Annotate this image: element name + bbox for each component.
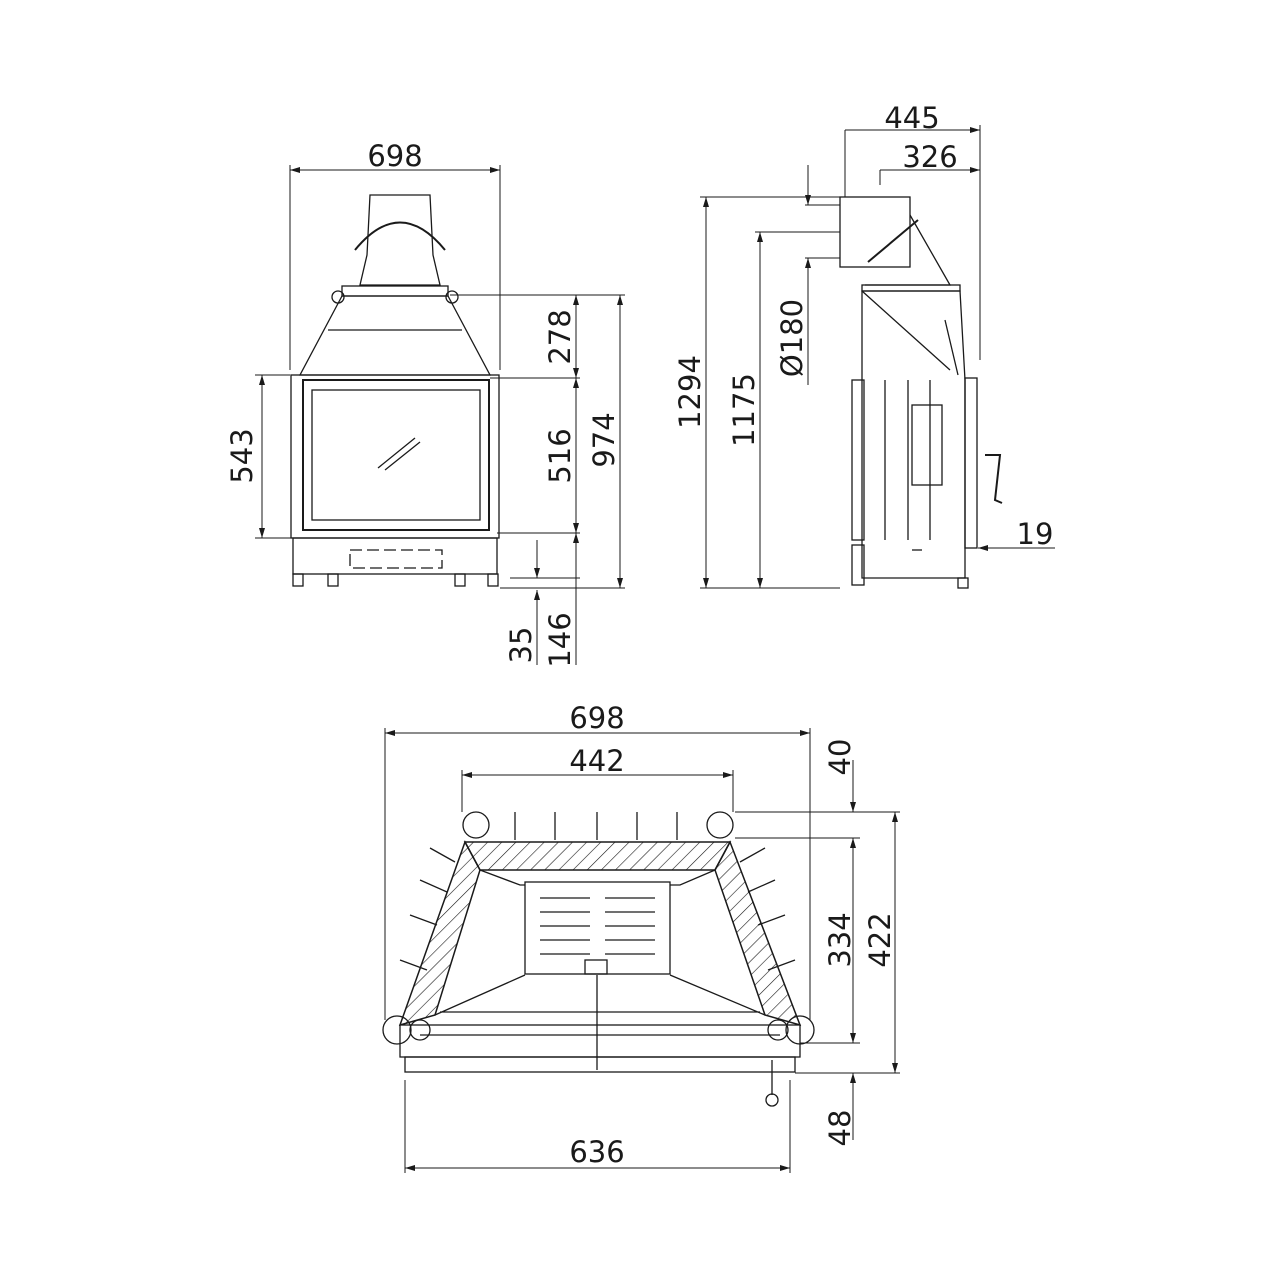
dim-top-636: 636	[569, 1135, 624, 1169]
dim-side-445: 445	[884, 101, 939, 135]
front-view	[255, 165, 625, 665]
side-view	[700, 125, 1055, 589]
dim-side-1294: 1294	[673, 355, 707, 429]
dim-side-19: 19	[1017, 517, 1054, 551]
dim-side-326: 326	[902, 140, 957, 174]
dim-front-516: 516	[543, 428, 577, 483]
dim-top-422: 422	[863, 912, 897, 967]
dim-front-974: 974	[587, 412, 621, 467]
dim-top-40: 40	[823, 739, 857, 776]
dim-front-35: 35	[504, 627, 538, 664]
dim-front-543: 543	[225, 428, 259, 483]
dim-top-334: 334	[823, 912, 857, 967]
dim-front-146: 146	[543, 612, 577, 667]
dim-side-1175: 1175	[727, 373, 761, 447]
dim-flue-diameter: Ø180	[775, 299, 809, 377]
dim-top-698: 698	[569, 701, 624, 735]
dim-top-442: 442	[569, 744, 624, 778]
dim-front-278: 278	[543, 309, 577, 364]
top-view	[382, 728, 900, 1173]
dim-front-width: 698	[367, 139, 422, 173]
dim-top-48: 48	[823, 1110, 857, 1147]
